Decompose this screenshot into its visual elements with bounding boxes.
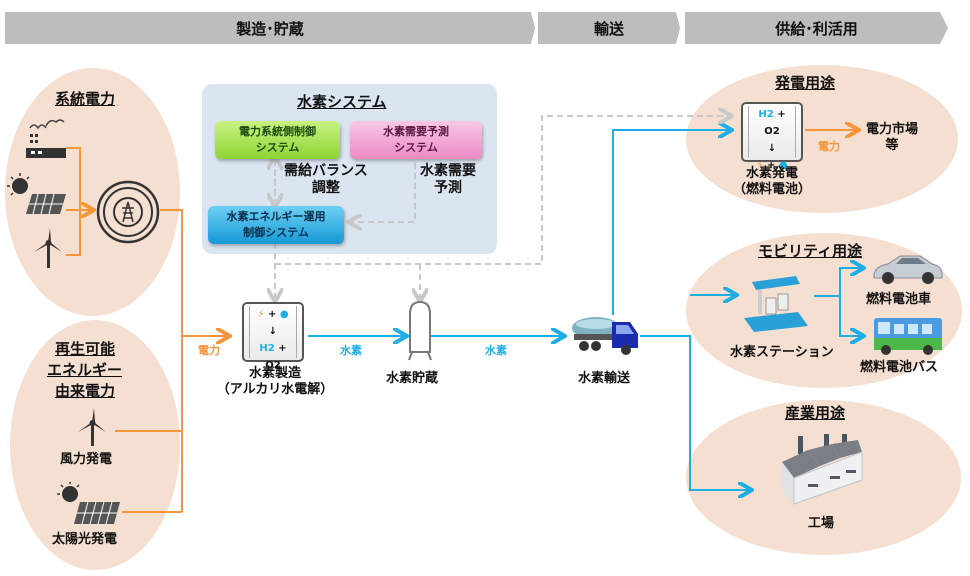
power-use-title: 発電用途 <box>775 74 836 92</box>
phase-transport: 輸送 <box>538 12 680 44</box>
transport-label: 水素輸送 <box>578 371 631 386</box>
phase-label: 輸送 <box>593 19 624 38</box>
fuel-cell-car-icon <box>873 255 943 284</box>
phase-label: 製造･貯蔵 <box>236 19 304 38</box>
wind-power-label: 風力発電 <box>60 452 113 467</box>
factory-icon <box>26 119 66 158</box>
wind-turbine-icon <box>34 228 62 268</box>
reaction-arrow-icon: ↓ <box>268 326 278 337</box>
production-line2: （アルカリ水電解） <box>216 382 334 397</box>
hydrogen-station-icon <box>744 276 808 332</box>
factory-building-icon <box>782 434 863 505</box>
market-line1: 電力市場 <box>866 122 919 137</box>
electrolysis-output: H2 + O2 <box>259 343 287 371</box>
control-lines <box>275 116 730 300</box>
grid-control-line2: システム <box>255 141 300 154</box>
market-line2: 等 <box>885 138 899 153</box>
renewable-power-ellipse <box>10 320 180 570</box>
grid-source-lines <box>66 147 228 513</box>
grid-control-line1: 電力系統側制御 <box>239 125 316 138</box>
demand-forecast-line1: 水素需要予測 <box>383 125 449 138</box>
balance-line1: 需給バランス <box>284 163 368 179</box>
production-line1: 水素製造 <box>248 366 301 381</box>
power-use-ellipse <box>686 65 958 213</box>
demand-forecast-label: 水素需要 予測 <box>420 163 476 197</box>
grid-power-title: 系統電力 <box>55 90 116 108</box>
industry-use-title: 産業用途 <box>785 404 846 422</box>
demand-forecast-line2: システム <box>394 141 438 154</box>
balance-adjust-label: 需給バランス 調整 <box>284 163 368 197</box>
fuel-cell-device: H2 + O2 ↓ ⚡ + ● <box>741 102 803 171</box>
mobility-use-title: モビリティ用途 <box>758 242 863 260</box>
renewable-title-line3: 由来電力 <box>55 382 116 400</box>
solar-panel-icon <box>57 482 120 525</box>
fuel-cell-output-icons: ⚡ + ● <box>756 160 788 171</box>
power-input-label: 電力 <box>198 344 220 357</box>
phase-label: 供給･利活用 <box>775 19 858 38</box>
electrolysis-input-icons: ⚡ + ● <box>257 309 289 320</box>
factory-label: 工場 <box>808 516 835 531</box>
fuel-cell-input: H2 + O2 <box>758 109 786 137</box>
energy-control-line2: 制御システム <box>243 226 309 239</box>
hydrogen-flow-label-2: 水素 <box>485 344 507 357</box>
electrolyzer-device: ⚡ + ● ↓ H2 + O2 <box>242 302 304 371</box>
fuel-cell-bus-icon <box>874 318 942 355</box>
fuel-cell-bus-label: 燃料電池バス <box>860 360 939 375</box>
balance-line2: 調整 <box>311 180 340 196</box>
power-output-label: 電力 <box>818 140 840 153</box>
station-label: 水素ステーション <box>730 345 834 360</box>
wind-turbine-icon <box>78 408 106 446</box>
energy-control-line1: 水素エネルギー運用 <box>226 210 326 223</box>
grid-control-system: 電力系統側制御 システム <box>215 121 340 159</box>
tanker-truck-icon <box>572 317 638 355</box>
demand-line1: 水素需要 <box>420 163 476 179</box>
fuel-cell-car-label: 燃料電池車 <box>866 292 932 307</box>
fuel-cell-line1: 水素発電 <box>745 166 798 181</box>
hydrogen-flow-lines <box>308 130 862 490</box>
phase-manufacturing-storage: 製造･貯蔵 <box>5 12 535 44</box>
storage-label: 水素貯蔵 <box>386 371 439 386</box>
renewable-title-line1: 再生可能 <box>55 340 116 358</box>
production-label: 水素製造 （アルカリ水電解） <box>210 366 340 398</box>
demand-forecast-system: 水素需要予測 システム <box>350 121 482 159</box>
demand-line2: 予測 <box>434 180 462 196</box>
phase-supply-utilization: 供給･利活用 <box>685 12 948 44</box>
storage-tank-icon <box>408 300 432 361</box>
fuel-cell-label: 水素発電 （燃料電池） <box>724 166 820 198</box>
hydrogen-system-title: 水素システム <box>297 93 387 111</box>
power-grid-icon <box>96 180 160 244</box>
reaction-arrow-icon: ↓ <box>767 143 777 154</box>
fuel-cell-line2: （燃料電池） <box>732 182 811 197</box>
hydrogen-flow-label-1: 水素 <box>340 344 362 357</box>
solar-panel-icon <box>7 173 66 215</box>
energy-operation-control-system: 水素エネルギー運用 制御システム <box>208 206 344 244</box>
solar-power-label: 太陽光発電 <box>52 532 118 547</box>
power-market-label: 電力市場 等 <box>866 122 918 154</box>
renewable-title-line2: エネルギー <box>47 361 123 379</box>
